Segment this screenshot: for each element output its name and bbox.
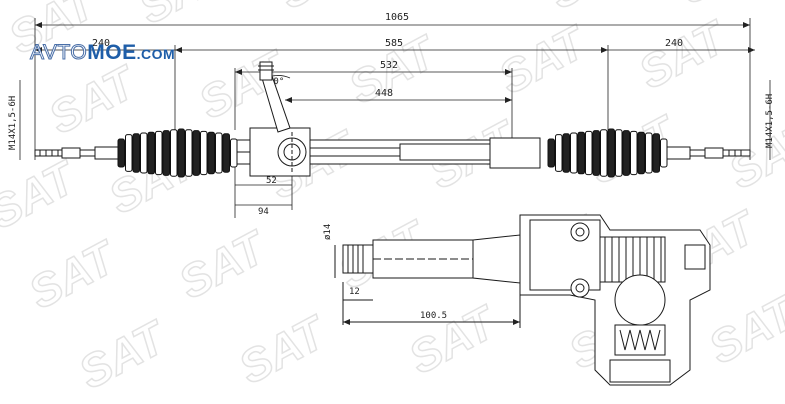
boot-fold [577, 131, 585, 175]
dim-left-tie-rod: 240 [92, 38, 110, 49]
boot-fold [222, 133, 230, 173]
watermark-text: SAT [540, 0, 646, 19]
boot-fold [547, 138, 555, 168]
boot-fold [192, 130, 200, 176]
boot-fold [140, 132, 148, 174]
watermark-text: SAT [170, 219, 276, 308]
logo-part-avto: AVTO [29, 41, 88, 65]
boot-fold [585, 130, 593, 176]
rubber-boots [117, 128, 668, 178]
boot-fold [155, 130, 163, 176]
boot-fold [570, 132, 578, 174]
dim-spline-length: 12 [349, 287, 360, 297]
watermark-text: SAT [70, 309, 176, 398]
boot-fold [177, 128, 185, 178]
boot-fold [215, 132, 223, 174]
boot-fold [117, 138, 125, 168]
boot-fold [637, 131, 645, 175]
watermark-text: SAT [20, 229, 126, 318]
boot-fold [230, 138, 238, 168]
logo-part-com: .COM [136, 46, 176, 62]
dim-rack-width: 585 [385, 38, 403, 49]
pinion-detail-view [334, 214, 711, 386]
boot-fold [645, 132, 653, 174]
boot-fold [170, 129, 178, 177]
dim-pinion-angle: 20° [268, 77, 284, 87]
boot-fold [555, 134, 563, 172]
logo-part-moe: MOE [87, 41, 137, 64]
dim-thread-right: M14X1,5-6H [765, 94, 775, 148]
dim-shaft-diameter: ø14 [323, 224, 333, 240]
watermark-text: SAT [630, 9, 736, 98]
boot-fold [562, 133, 570, 173]
boot-fold [622, 130, 630, 176]
dimension-lines [19, 18, 771, 218]
watermark-text: SAT [490, 14, 596, 103]
watermark-text: SAT [40, 54, 146, 143]
watermark-text: SAT [700, 284, 785, 373]
watermark-text: SAT [400, 294, 506, 383]
boot-fold [660, 138, 668, 168]
watermark-text: SAT [270, 0, 376, 19]
dim-shaft-length: 100.5 [420, 311, 447, 321]
boot-fold [592, 130, 600, 176]
arrowheads [35, 22, 755, 103]
boot-fold [652, 133, 660, 173]
dim-mount-width: 532 [380, 60, 398, 71]
watermark-text: SAT [130, 0, 236, 34]
rack-assembly [34, 61, 751, 177]
watermark-text: SAT [410, 0, 516, 9]
boot-fold [185, 129, 193, 177]
boot-fold [600, 129, 608, 177]
dim-pinion-offset-a: 52 [266, 176, 277, 186]
boot-fold [125, 134, 133, 172]
dim-thread-left: M14X1,5-6H [8, 96, 18, 150]
boot-fold [207, 131, 215, 175]
boot-fold [200, 130, 208, 176]
dim-right-tie-rod: 240 [665, 38, 683, 49]
dim-overall-length: 1065 [385, 12, 409, 23]
watermark-text: SAT [670, 0, 776, 14]
boot-fold [147, 131, 155, 175]
boot-fold [162, 130, 170, 176]
dim-inner-width: 448 [375, 88, 393, 99]
detail-arrowheads [343, 319, 520, 325]
boot-fold [132, 133, 140, 173]
dim-pinion-offset-b: 94 [258, 207, 269, 217]
boot-fold [615, 129, 623, 177]
watermark-text: SAT [230, 304, 336, 393]
boot-fold [630, 130, 638, 176]
avtomoe-logo: AVTOMOE.COM [29, 41, 176, 65]
watermark-text: SAT [0, 149, 86, 238]
boot-fold [607, 128, 615, 178]
